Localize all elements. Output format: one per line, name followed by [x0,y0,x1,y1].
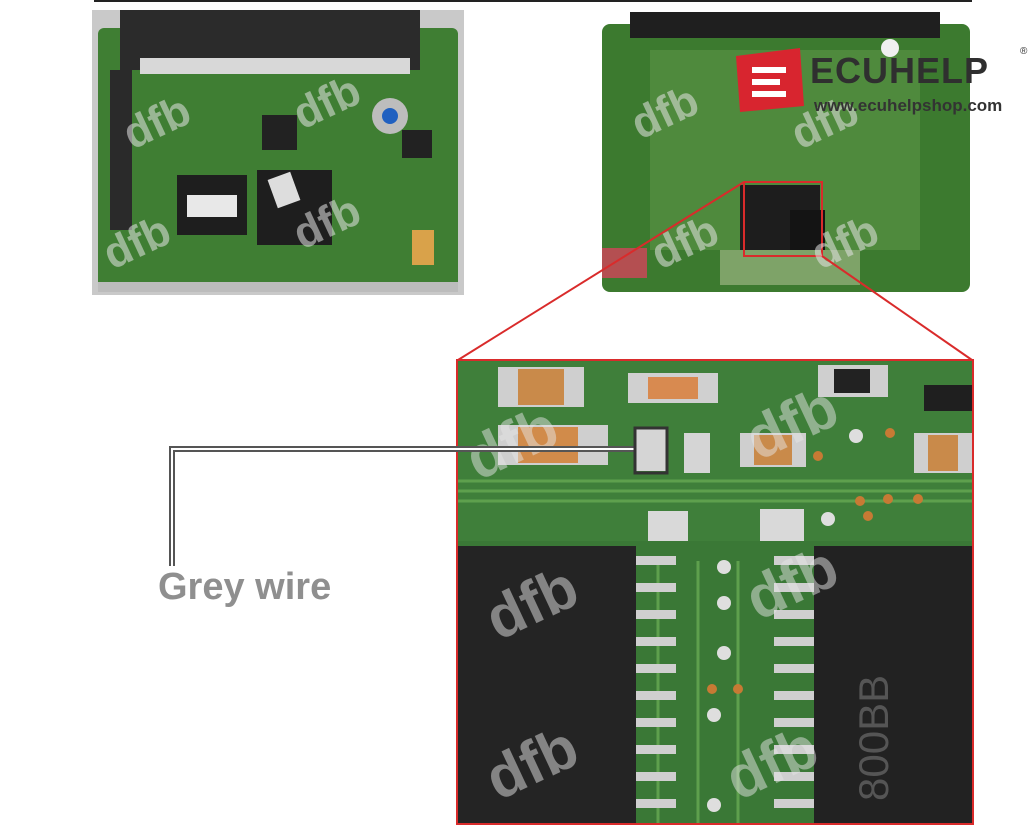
brand-name: ECUHELP [810,50,990,91]
zoom-connector-left [457,181,745,361]
top-rule [94,0,972,2]
pcb-zoom-detail: 800BB [456,359,974,825]
zoom-connector-right [821,255,973,361]
ecu-board-left-photo: dfb dfb dfb dfb [92,10,464,295]
ecuhelp-logo: ECUHELP ® www.ecuhelpshop.com [730,46,1028,120]
grey-wire-label: Grey wire [158,566,332,608]
ecuhelp-logo-mark-icon [736,48,804,112]
right-chip-marking: 800BB [850,675,897,801]
brand-url: www.ecuhelpshop.com [814,96,1003,115]
registered-mark: ® [1020,46,1028,57]
